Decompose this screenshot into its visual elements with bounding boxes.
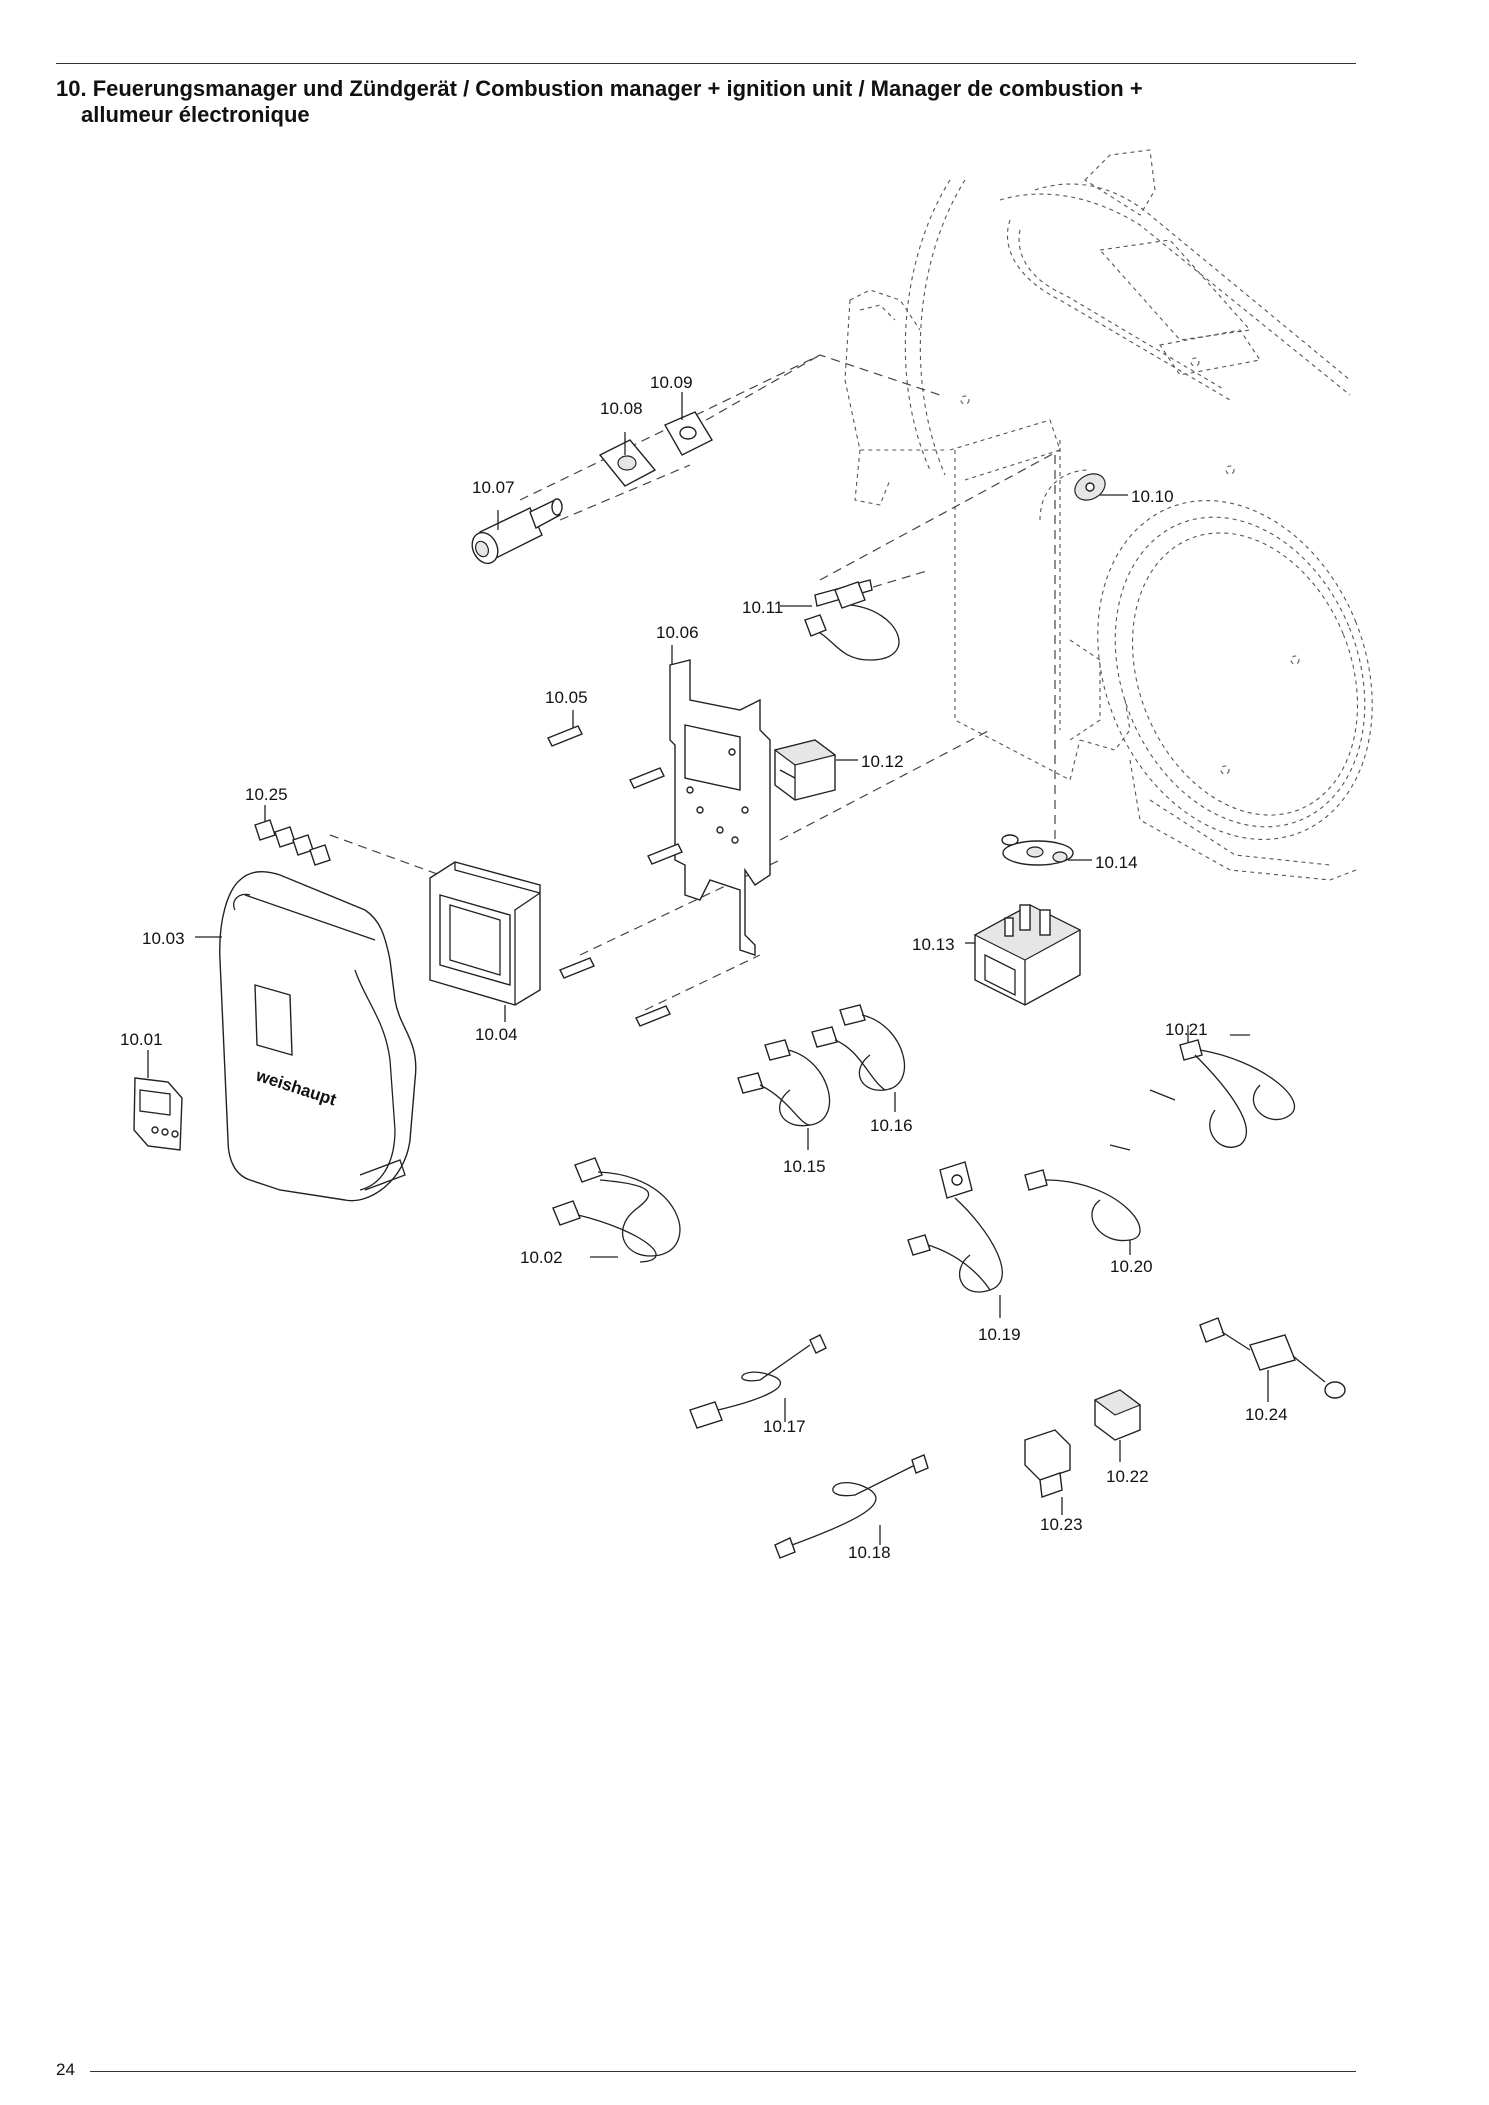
label-10-13: 10.13: [912, 935, 955, 954]
part-10-25-plug-set: [254, 819, 331, 866]
part-10-11-connector-cable: [804, 579, 900, 661]
part-10-15-cable-set: [737, 1039, 831, 1127]
part-10-01-display-unit: [133, 1077, 183, 1151]
label-10-08: 10.08: [600, 399, 643, 418]
page-title-line2: allumeur électronique: [81, 102, 310, 127]
part-10-18-sensor-cable: [774, 1454, 929, 1559]
page-title-line1: 10. Feuerungsmanager und Zündgerät / Com…: [56, 76, 1143, 101]
part-10-21-cable-set: [1149, 1034, 1296, 1148]
part-10-04-combustion-manager: [429, 861, 541, 1006]
label-10-25: 10.25: [245, 785, 288, 804]
part-10-08-mounting-flange: [598, 439, 657, 487]
label-10-03: 10.03: [142, 929, 185, 948]
part-10-10-inspection-disc: [1074, 473, 1106, 501]
part-10-03-housing-cover: weishaupt: [219, 871, 417, 1202]
part-10-07-flame-sensor: [471, 498, 563, 565]
part-10-24-cable-module: [1199, 1317, 1346, 1399]
label-10-19: 10.19: [978, 1325, 1021, 1344]
part-10-20-cable: [1024, 1144, 1141, 1242]
label-10-12: 10.12: [861, 752, 904, 771]
part-10-02-connection-cable: [552, 1157, 681, 1263]
part-10-16-cable-set: [811, 1004, 905, 1091]
page-number: 24: [56, 2060, 75, 2079]
label-10-10: 10.10: [1131, 487, 1174, 506]
label-10-22: 10.22: [1106, 1467, 1149, 1486]
label-10-18: 10.18: [848, 1543, 891, 1562]
part-10-22-connector-plug: [1093, 1389, 1142, 1441]
part-10-19-valve-cable: [907, 1161, 1003, 1293]
label-10-20: 10.20: [1110, 1257, 1153, 1276]
bottom-rule: [90, 2071, 1356, 2072]
part-10-13-ignition-unit: [973, 904, 1082, 1006]
label-10-17: 10.17: [763, 1417, 806, 1436]
label-10-05: 10.05: [545, 688, 588, 707]
label-10-11: 10.11: [742, 598, 783, 617]
label-10-09: 10.09: [650, 373, 693, 392]
part-10-06-mounting-plate: [669, 659, 771, 956]
label-10-16: 10.16: [870, 1116, 913, 1135]
label-10-01: 10.01: [120, 1030, 163, 1049]
label-10-04: 10.04: [475, 1025, 518, 1044]
label-10-24: 10.24: [1245, 1405, 1288, 1424]
label-10-14: 10.14: [1095, 853, 1138, 872]
callout-leader-lines: [147, 392, 1269, 1545]
part-10-14-seal: [1001, 834, 1074, 866]
part-10-05-spacer-bolts: [547, 725, 683, 1027]
part-10-09-gasket: [664, 411, 713, 456]
label-10-02: 10.02: [520, 1248, 563, 1267]
part-number-labels: 10.09 10.08 10.07 10.10 10.11 10.06 10.0…: [120, 373, 1288, 1562]
label-10-15: 10.15: [783, 1157, 826, 1176]
label-10-23: 10.23: [1040, 1515, 1083, 1534]
part-10-23-connector-plug: [1024, 1429, 1071, 1498]
top-rule: [56, 63, 1356, 64]
label-10-07: 10.07: [472, 478, 515, 497]
label-10-21: 10.21: [1165, 1020, 1208, 1039]
burner-housing-outline: [844, 149, 1373, 881]
page-title: 10. Feuerungsmanager und Zündgerät / Com…: [56, 76, 1356, 128]
part-10-12-ignition-transformer: [773, 739, 837, 801]
label-10-06: 10.06: [656, 623, 699, 642]
part-10-17-sensor-cable: [689, 1334, 827, 1429]
